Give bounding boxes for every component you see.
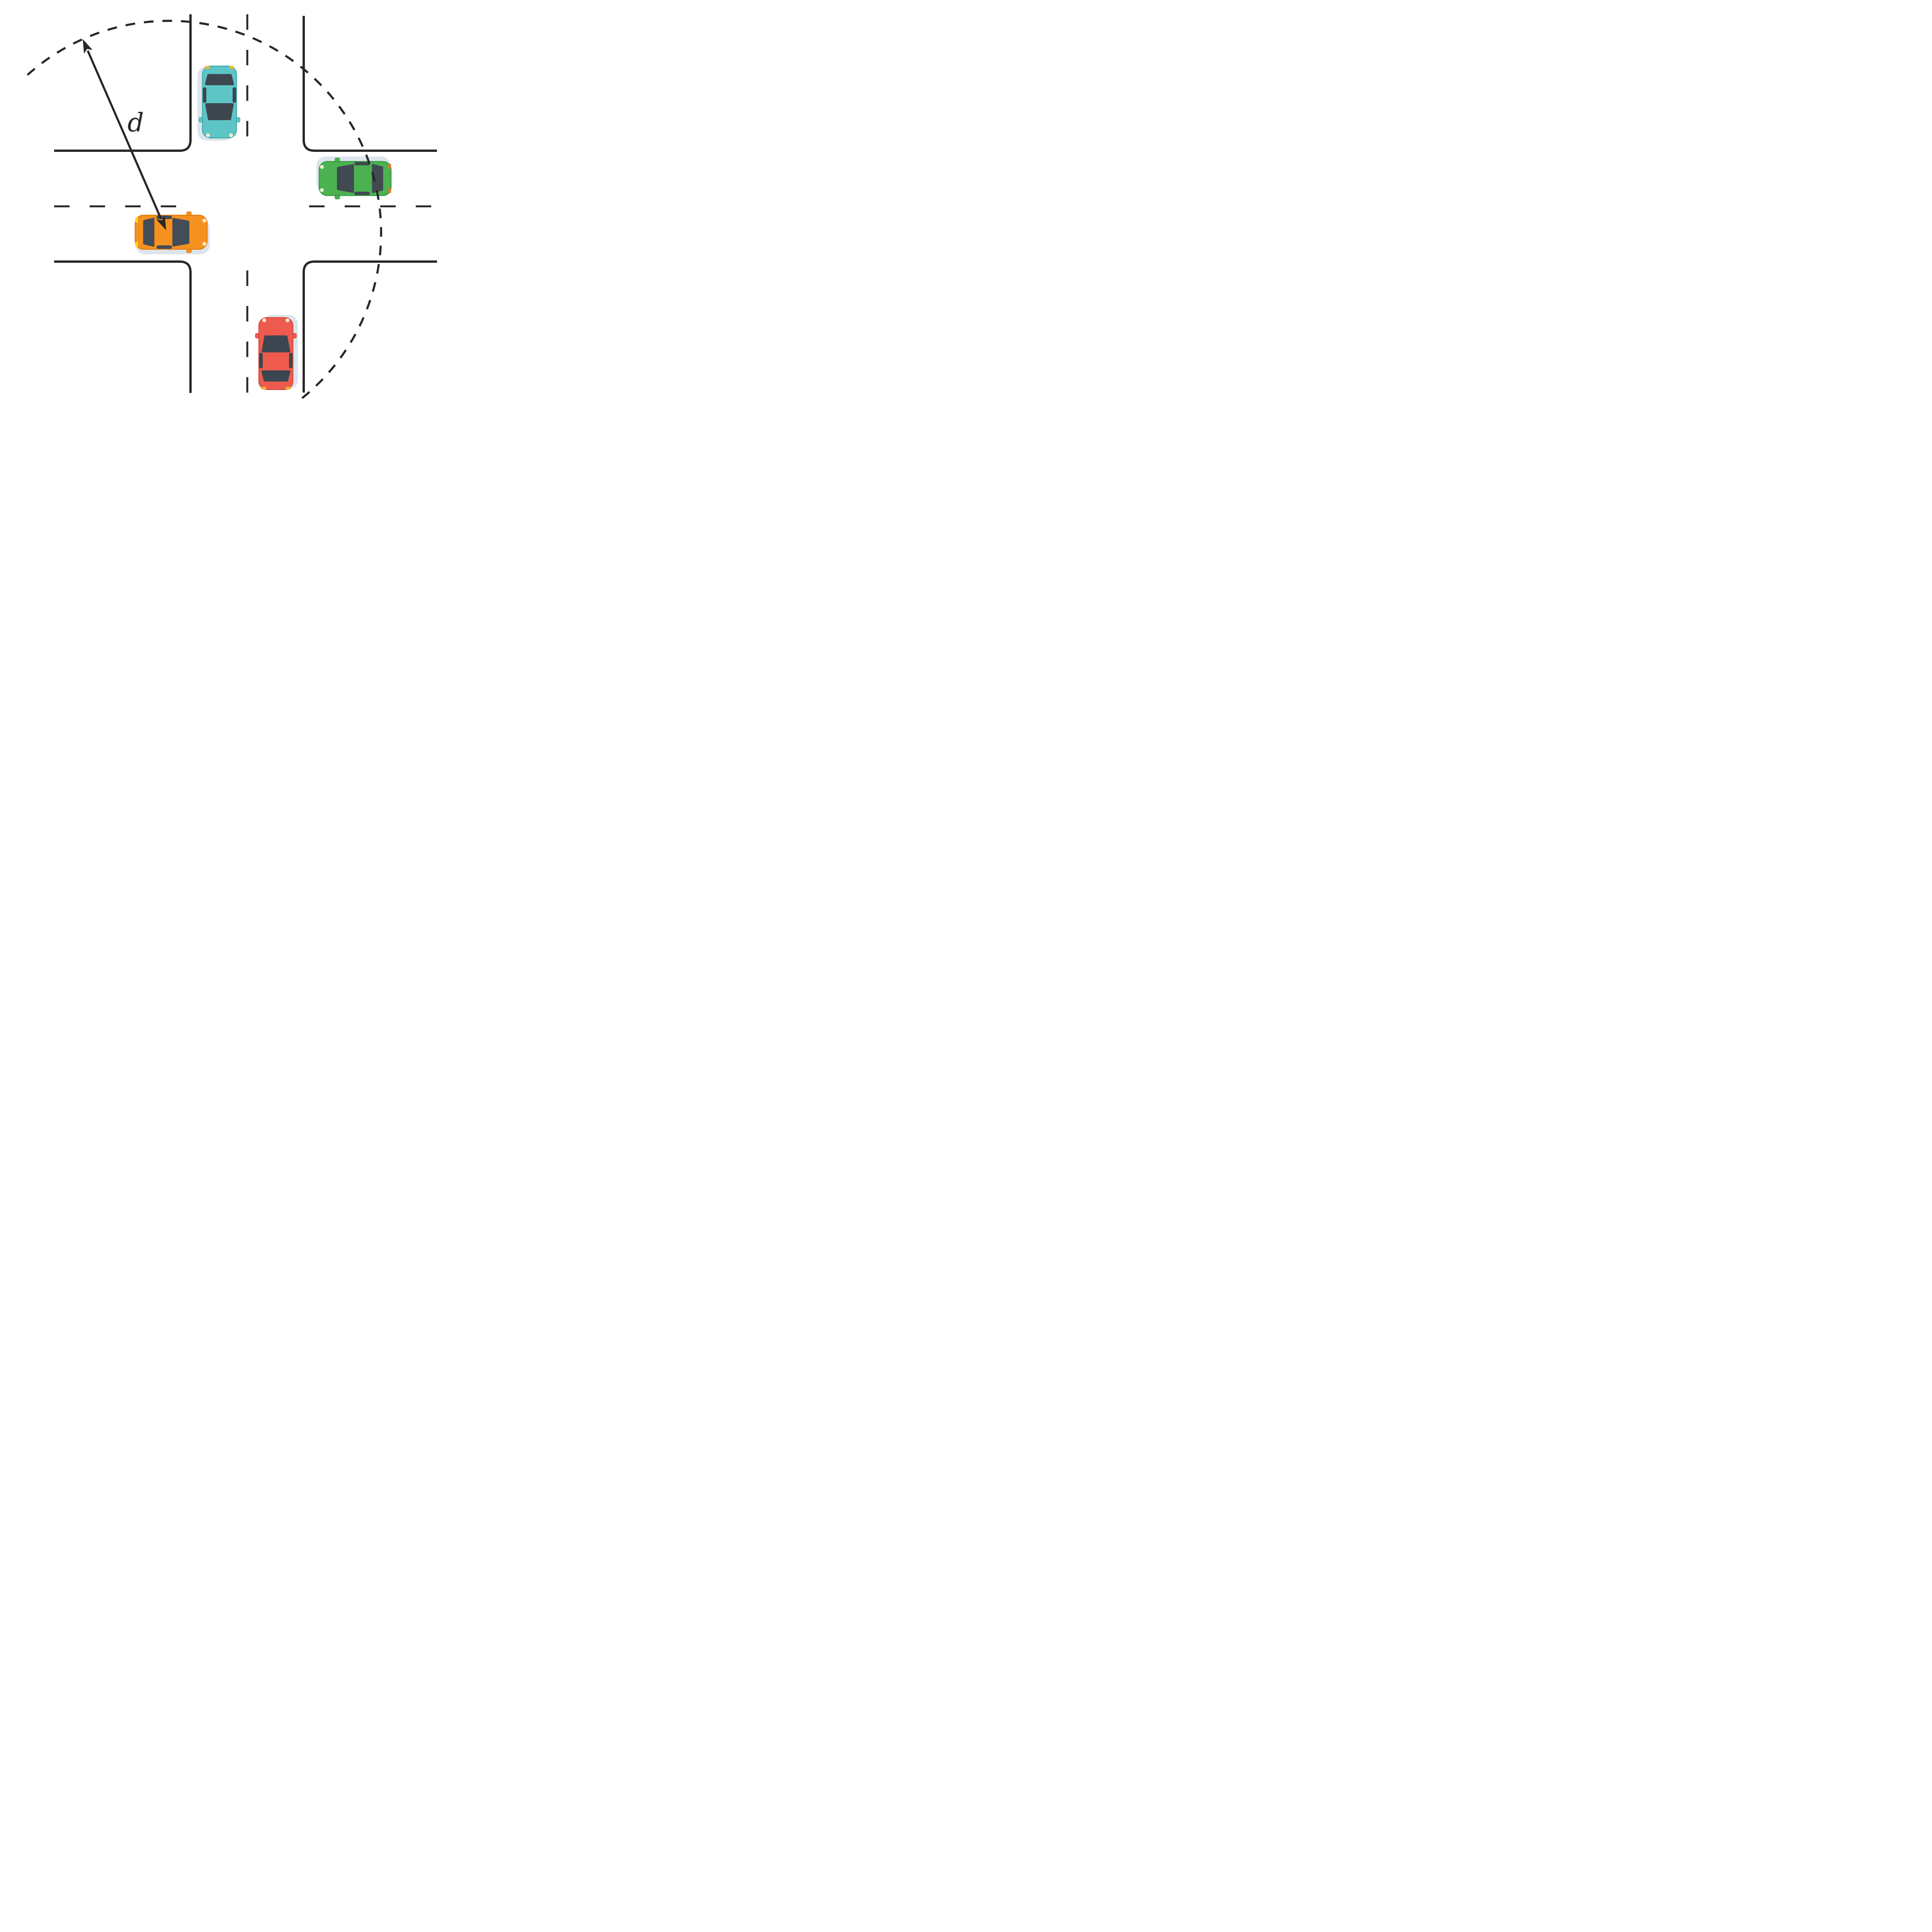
range-circle — [27, 20, 383, 401]
red-car-rear-light — [261, 387, 266, 389]
distance-label: d — [128, 108, 144, 138]
green-car-windshield — [337, 164, 354, 193]
teal-car-side-window — [203, 87, 206, 103]
orange-car — [134, 211, 210, 254]
orange-car-windshield — [172, 218, 189, 247]
green-car-side-window — [354, 192, 370, 195]
green-car-side-window — [354, 162, 370, 165]
lane-center-dashes — [54, 14, 437, 393]
orange-car-rear-window — [143, 218, 155, 247]
arrowhead-outer — [83, 39, 93, 54]
teal-car-rear-window — [205, 74, 234, 85]
orange-car-rear-light — [135, 242, 138, 247]
distance-arrow — [83, 39, 166, 230]
orange-car-side-window — [156, 245, 172, 249]
teal-car-headlight — [206, 133, 210, 137]
red-car-headlight — [262, 318, 266, 322]
red-car-windshield — [262, 335, 290, 352]
teal-car-rear-light — [205, 66, 210, 69]
orange-car-headlight — [202, 219, 206, 223]
cars-layer — [134, 65, 392, 390]
teal-car-side-window — [233, 87, 236, 103]
green-car-rear-light — [388, 164, 391, 169]
green-car-headlight — [320, 188, 324, 192]
distance-arrow-shaft — [87, 50, 162, 220]
teal-car — [197, 65, 240, 141]
intersection-diagram: d — [0, 0, 452, 408]
teal-car-headlight — [229, 133, 233, 137]
orange-car-rear-light — [135, 218, 138, 223]
intersection-scene-svg: d — [27, 14, 437, 401]
red-car-rear-window — [261, 370, 291, 382]
green-car-headlight — [320, 165, 324, 169]
red-car-side-window — [289, 353, 293, 368]
red-car-headlight — [286, 318, 289, 322]
arrowhead-inner — [156, 216, 166, 230]
red-car-side-window — [259, 353, 263, 368]
red-car — [255, 315, 298, 390]
road-edge-bottom-right — [303, 260, 437, 393]
road-edge-top-left — [54, 14, 192, 152]
road-edge-bottom-left — [54, 260, 192, 393]
green-car-rear-light — [388, 188, 391, 193]
road-edge-top-right — [303, 16, 437, 152]
red-car-rear-light — [286, 387, 291, 389]
teal-car-windshield — [205, 103, 234, 120]
orange-car-headlight — [202, 242, 206, 246]
road-edges — [54, 14, 437, 393]
teal-car-rear-light — [229, 66, 234, 69]
green-car — [316, 156, 392, 199]
